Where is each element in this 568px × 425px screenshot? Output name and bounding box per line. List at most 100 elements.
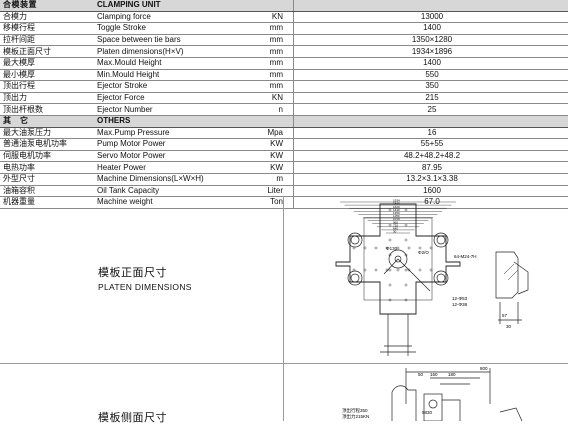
bolt-hole [405,284,407,286]
spec-name-cn: 伺服电机功率 [0,150,95,162]
bolt-hole [408,247,410,249]
spec-name-en: Servo Motor Power [95,150,257,162]
spec-name-en: Min.Mould Height [95,69,257,81]
spec-value: 16 [294,127,568,139]
spec-unit-cell: KW [257,139,294,151]
spec-name-cn: 最大模厚 [0,57,95,69]
spec-name-en: Oil Tank Capacity [95,185,257,197]
spec-value: 1600 [294,185,568,197]
spec-unit: KN [257,93,283,103]
hole-label-a: 12-Φ53 [452,296,468,301]
spec-unit-cell: KN [257,11,294,23]
spec-name-en: Machine weight [95,197,257,209]
spec-name-en: Ejector Stroke [95,81,257,93]
spec-unit: mm [257,23,283,33]
platen-front-caption-cn: 模板正面尺寸 [98,264,167,280]
spec-name-cn: 普通油泵电机功率 [0,139,95,151]
side-note-stroke: 顶出行程350 [342,407,368,414]
spec-value: 1934×1896 [294,46,568,58]
spec-unit-cell: Liter [257,185,294,197]
platen-side-caption-cn: 模板侧面尺寸 [98,409,167,425]
platen-side-drawing: 800 180 160 50 顶出行程350 顶出力215KN 5830 [330,364,540,421]
dimension-label: 30 [393,230,397,234]
bolt-hole [405,239,407,241]
spec-unit: mm [257,35,283,45]
ring-label: Φ2/O [418,250,429,255]
spec-unit: KW [257,139,283,149]
spec-name-cn: 移模行程 [0,23,95,35]
profile-dim-a: 57 [502,313,508,318]
spec-name-cn: 最大油泵压力 [0,127,95,139]
side-dim-total: 800 [480,366,488,371]
bolt-spec-label: 64-M24-7H [454,254,477,259]
spec-name-en: Platen dimensions(H×V) [95,46,257,58]
spec-value: 1400 [294,23,568,35]
spec-value: 1350×1280 [294,34,568,46]
section-title-en: OTHERS [95,115,257,127]
spec-name-en: Ejector Number [95,104,257,116]
spec-unit: Liter [257,186,283,196]
section-title-cn: 其 它 [0,115,95,127]
spec-unit: KW [257,151,283,161]
spec-name-en: Toggle Stroke [95,23,257,35]
spec-unit-cell: Mpa [257,127,294,139]
spec-name-cn: 最小模厚 [0,69,95,81]
side-dim-a: 180 [448,372,456,377]
spec-unit-cell: mm [257,57,294,69]
spec-value: 350 [294,81,568,93]
bolt-hole [375,269,377,271]
platen-front-caption-en: PLATEN DIMENSIONS [98,282,192,292]
bolt-hole [389,239,391,241]
hole-label-b: 12-Φ38 [452,302,468,307]
spec-value: 13.2×3.1×3.38 [294,173,568,185]
spec-unit-cell: mm [257,23,294,35]
side-dim-d: 5830 [422,410,433,415]
bolt-hole [419,269,421,271]
spec-value: 25 [294,104,568,116]
spec-unit-cell: mm [257,81,294,93]
spec-unit: KW [257,163,283,173]
bolt-hole [375,247,377,249]
spec-value: 55+55 [294,139,568,151]
spec-name-en: Ejector Force [95,92,257,104]
spec-name-en: Heater Power [95,162,257,174]
figure-divider-vertical [283,196,284,421]
spec-name-en: Pump Motor Power [95,139,257,151]
spec-unit: mm [257,70,283,80]
spec-unit: Ton [257,197,283,207]
spec-value: 87.95 [294,162,568,174]
spec-name-cn: 外型尺寸 [0,173,95,185]
spec-name-en: Max.Pump Pressure [95,127,257,139]
spec-value: 1400 [294,57,568,69]
bolt-hole [397,247,399,249]
spec-unit-cell: KN [257,92,294,104]
section-value-blank [294,0,568,11]
spec-name-cn: 电热功率 [0,162,95,174]
spec-unit: mm [257,58,283,68]
center-hole-label: Φ130 [386,246,398,251]
spec-name-cn: 机器重量 [0,197,95,209]
platen-front-drawing: 64-M24-7H Φ130 Φ2/O 12-Φ53 12-Φ38 57 30 … [318,196,540,362]
spec-unit: n [257,105,283,115]
bolt-hole [389,269,391,271]
spec-unit: Mpa [257,128,283,138]
spec-name-en: Space between tie bars [95,34,257,46]
section-title-cn: 合模装置 [0,0,95,11]
spec-unit-cell: n [257,104,294,116]
spec-name-cn: 模板正面尺寸 [0,46,95,58]
spec-value: 215 [294,92,568,104]
bolt-hole [389,284,391,286]
spec-name-cn: 拉杆间距 [0,34,95,46]
spec-unit-cell: mm [257,34,294,46]
side-note-force: 顶出力215KN [342,413,369,420]
